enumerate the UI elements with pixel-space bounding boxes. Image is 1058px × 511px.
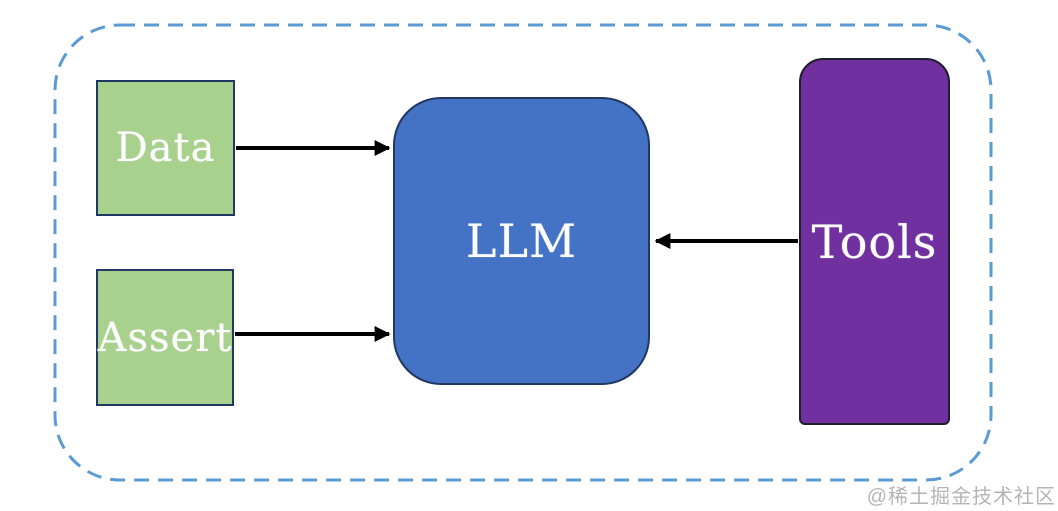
node-assert: Assert	[96, 269, 234, 406]
node-assert-label: Assert	[97, 314, 233, 361]
node-tools-label: Tools	[811, 214, 938, 269]
node-tools: Tools	[799, 58, 950, 425]
node-llm-label: LLM	[465, 214, 578, 268]
watermark: @稀土掘金技术社区	[866, 486, 1056, 508]
node-data: Data	[96, 80, 235, 216]
node-data-label: Data	[115, 125, 216, 171]
node-llm: LLM	[393, 97, 650, 385]
